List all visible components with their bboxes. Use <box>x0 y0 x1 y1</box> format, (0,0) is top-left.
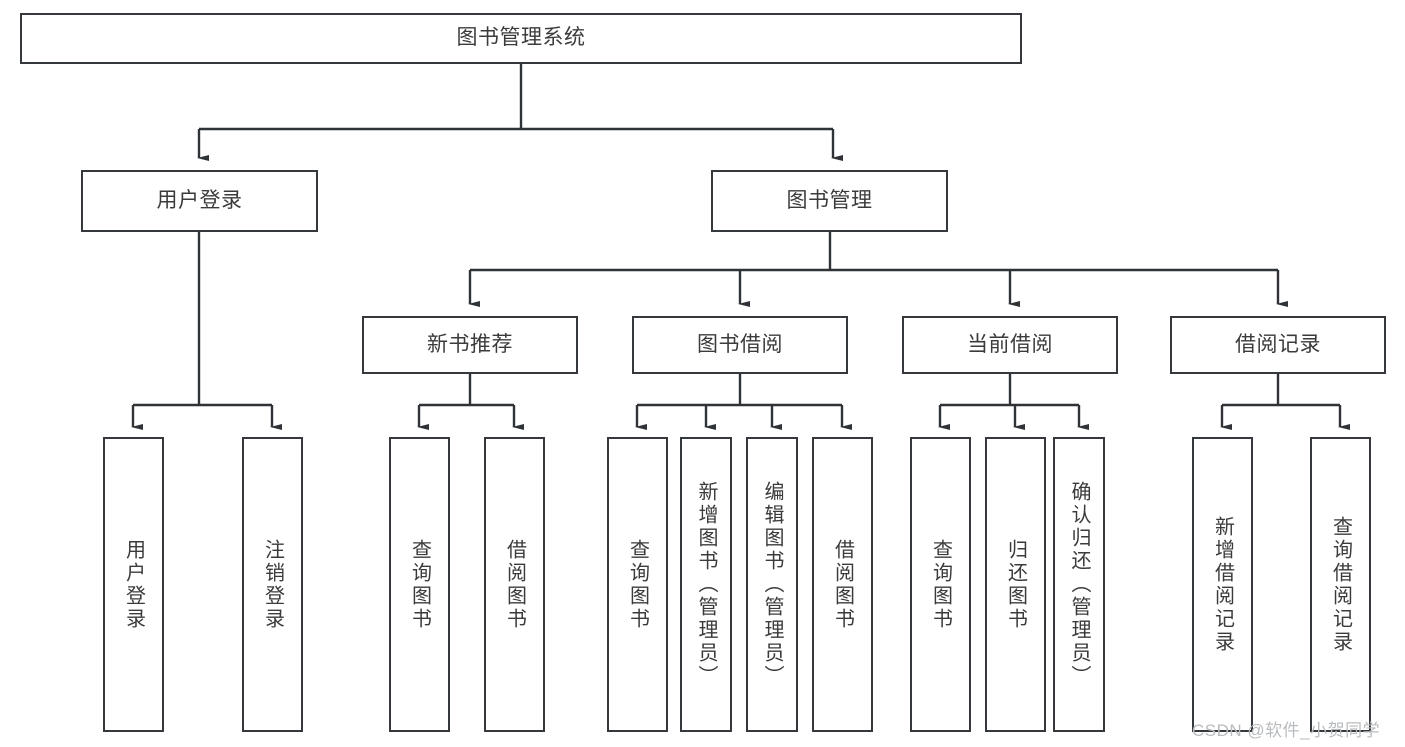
node-label: 图书借阅 <box>697 332 783 356</box>
node-leaf-user-logout[interactable]: 注销登录 <box>242 437 303 732</box>
node-label: 查询图书 <box>626 538 649 631</box>
node-label: 注销登录 <box>261 538 284 631</box>
node-label: 新书推荐 <box>427 332 513 356</box>
node-label: 查询图书 <box>929 538 952 631</box>
node-label: 借阅图书 <box>503 538 526 631</box>
node-leaf-query-borrow-record[interactable]: 查询借阅记录 <box>1310 437 1371 732</box>
node-label: 当前借阅 <box>967 332 1053 356</box>
node-label: 图书管理 <box>786 188 873 212</box>
node-label: 图书管理系统 <box>456 26 586 50</box>
node-label: 用户登录 <box>122 538 145 631</box>
node-label: 编辑图书（管理员） <box>761 481 783 688</box>
node-label: 新增图书（管理员） <box>695 481 717 688</box>
node-book-manage[interactable]: 图书管理 <box>711 170 948 232</box>
node-label: 确认归还（管理员） <box>1068 481 1090 688</box>
node-label: 查询图书 <box>408 538 431 631</box>
watermark-text: CSDN @软件_小贺同学 <box>1192 721 1381 740</box>
node-borrow-record[interactable]: 借阅记录 <box>1170 316 1386 374</box>
node-label: 新增借阅记录 <box>1211 515 1234 654</box>
node-label: 借阅记录 <box>1235 332 1321 356</box>
node-current-borrow[interactable]: 当前借阅 <box>902 316 1118 374</box>
node-label: 用户登录 <box>156 188 243 212</box>
node-leaf-add-borrow-record[interactable]: 新增借阅记录 <box>1192 437 1253 732</box>
node-label: 借阅图书 <box>831 538 854 631</box>
node-root-system[interactable]: 图书管理系统 <box>20 13 1022 64</box>
node-new-book-recommend[interactable]: 新书推荐 <box>362 316 578 374</box>
node-leaf-return-book[interactable]: 归还图书 <box>985 437 1046 732</box>
node-label: 查询借阅记录 <box>1329 515 1352 654</box>
node-label: 归还图书 <box>1004 538 1027 631</box>
node-leaf-borrow-book-1[interactable]: 借阅图书 <box>484 437 545 732</box>
node-leaf-add-book[interactable]: 新增图书（管理员） <box>680 437 732 732</box>
node-book-borrow[interactable]: 图书借阅 <box>632 316 848 374</box>
node-leaf-query-book-2[interactable]: 查询图书 <box>607 437 668 732</box>
node-leaf-query-book-3[interactable]: 查询图书 <box>910 437 971 732</box>
node-leaf-user-login[interactable]: 用户登录 <box>103 437 164 732</box>
node-user-login[interactable]: 用户登录 <box>81 170 318 232</box>
node-leaf-borrow-book-2[interactable]: 借阅图书 <box>812 437 873 732</box>
node-leaf-edit-book[interactable]: 编辑图书（管理员） <box>746 437 798 732</box>
node-leaf-confirm-return[interactable]: 确认归还（管理员） <box>1053 437 1105 732</box>
node-leaf-query-book-1[interactable]: 查询图书 <box>389 437 450 732</box>
